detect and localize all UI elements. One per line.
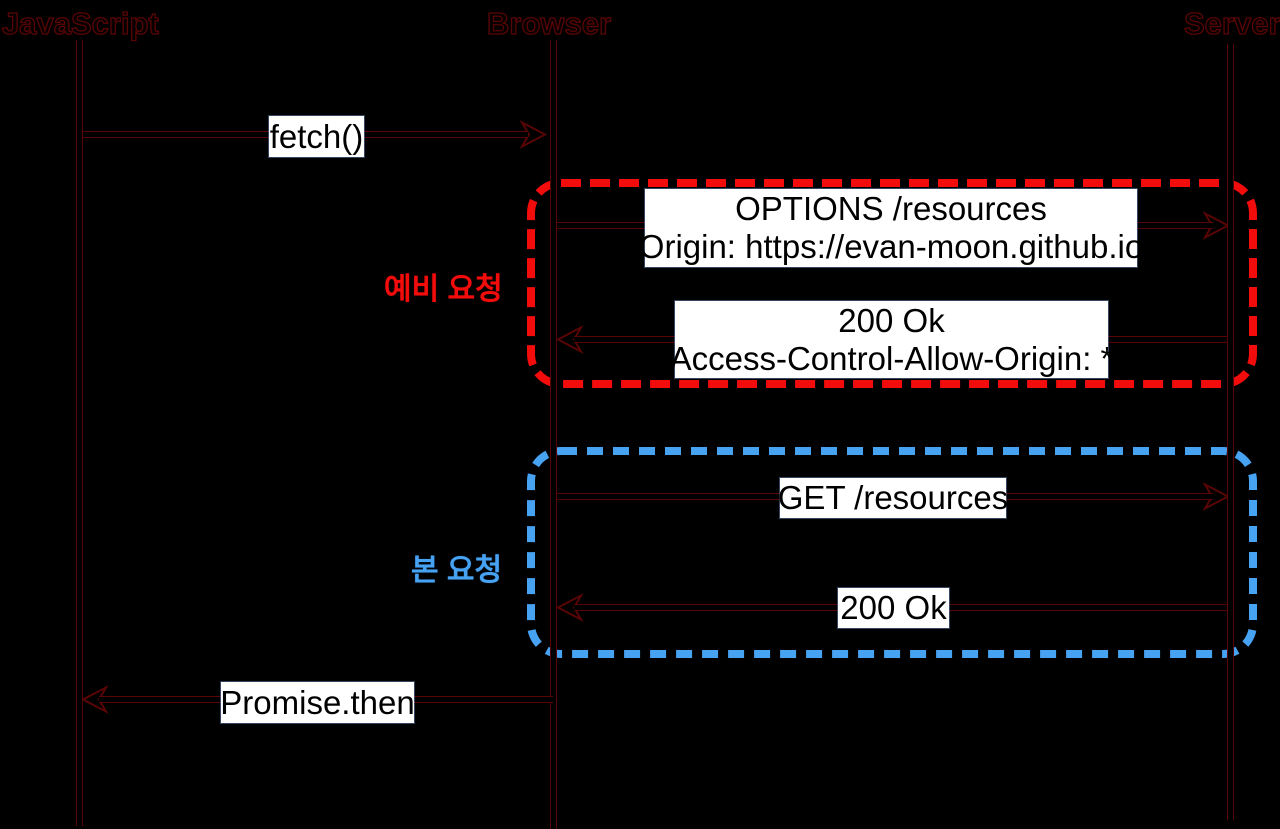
- actor-server-label: Server: [1183, 5, 1280, 41]
- message-label-fetch: fetch(): [269, 116, 364, 157]
- message-text-line2: Access-Control-Allow-Origin: *: [669, 339, 1114, 377]
- message-text-line2: Origin: https://evan-moon.github.io: [638, 228, 1144, 265]
- message-label-preflight-response: 200 Ok Access-Control-Allow-Origin: *: [670, 301, 1113, 378]
- message-text: GET /resources: [777, 479, 1009, 516]
- message-text: Promise.then: [220, 683, 415, 721]
- main-group-label: 본 요청: [411, 554, 503, 587]
- lifeline-browser: [550, 40, 557, 829]
- message-label-options: OPTIONS /resources Origin: https://evan-…: [639, 189, 1143, 267]
- message-label-main-response: 200 Ok: [838, 588, 949, 628]
- message-text-line1: OPTIONS /resources: [735, 190, 1047, 227]
- message-text: fetch(): [269, 117, 364, 155]
- message-label-get: GET /resources: [777, 478, 1009, 518]
- preflight-group-label: 예비 요청: [384, 273, 503, 306]
- lifeline-javascript: [76, 40, 83, 826]
- message-label-promise-then: Promise.then: [220, 682, 415, 723]
- actor-javascript-label: JavaScript: [1, 5, 159, 41]
- message-text-line1: 200 Ok: [838, 301, 945, 339]
- lifeline-server: [1227, 44, 1234, 820]
- message-text: 200 Ok: [840, 589, 947, 626]
- actor-browser-label: Browser: [486, 5, 612, 41]
